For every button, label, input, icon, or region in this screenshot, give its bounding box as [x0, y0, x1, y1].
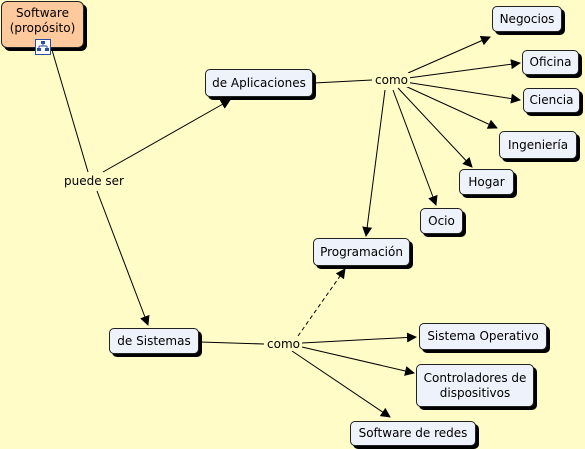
concept-ciencia[interactable]: Ciencia [523, 88, 580, 113]
link-label-puede-ser: puede ser [62, 174, 126, 188]
edge-como-controladores [301, 346, 415, 376]
edge-aplicaciones-como [313, 79, 373, 84]
edge-como-ingenieria [402, 84, 498, 129]
edge-como-programacion-dashed [297, 268, 346, 337]
concept-hogar[interactable]: Hogar [459, 169, 514, 195]
link-label-como-aplicaciones: como [373, 73, 410, 87]
edge-sistemas-como [199, 341, 265, 345]
concept-sistema-operativo[interactable]: Sistema Operativo [419, 323, 547, 350]
concept-de-sistemas[interactable]: de Sistemas [109, 328, 199, 354]
edge-root-puede-ser [51, 49, 89, 173]
edge-como-redes [291, 350, 391, 418]
concept-ocio[interactable]: Ocio [420, 208, 463, 234]
hierarchy-icon[interactable] [35, 39, 51, 55]
concept-controladores[interactable]: Controladores de dispositivos [416, 364, 534, 407]
concept-de-aplicaciones[interactable]: de Aplicaciones [205, 69, 313, 97]
concept-software-de-redes[interactable]: Software de redes [350, 421, 476, 446]
edge-como-negocios [407, 36, 491, 74]
edge-puede-ser-aplicaciones [102, 99, 231, 173]
edge-como-programacion [362, 89, 386, 237]
concept-negocios[interactable]: Negocios [492, 6, 562, 32]
link-label-como-sistemas: como [265, 337, 302, 351]
edge-como-ciencia [404, 81, 521, 104]
edge-como-oficina [407, 59, 521, 79]
edge-puede-ser-sistemas [96, 190, 150, 326]
edge-como-sistema-operativo [301, 332, 417, 344]
edge-como-hogar [397, 87, 473, 168]
concept-ingenieria[interactable]: Ingeniería [499, 131, 577, 159]
edge-como-ocio [392, 89, 438, 206]
concept-programacion[interactable]: Programación [313, 238, 410, 266]
concept-oficina[interactable]: Oficina [522, 50, 579, 75]
